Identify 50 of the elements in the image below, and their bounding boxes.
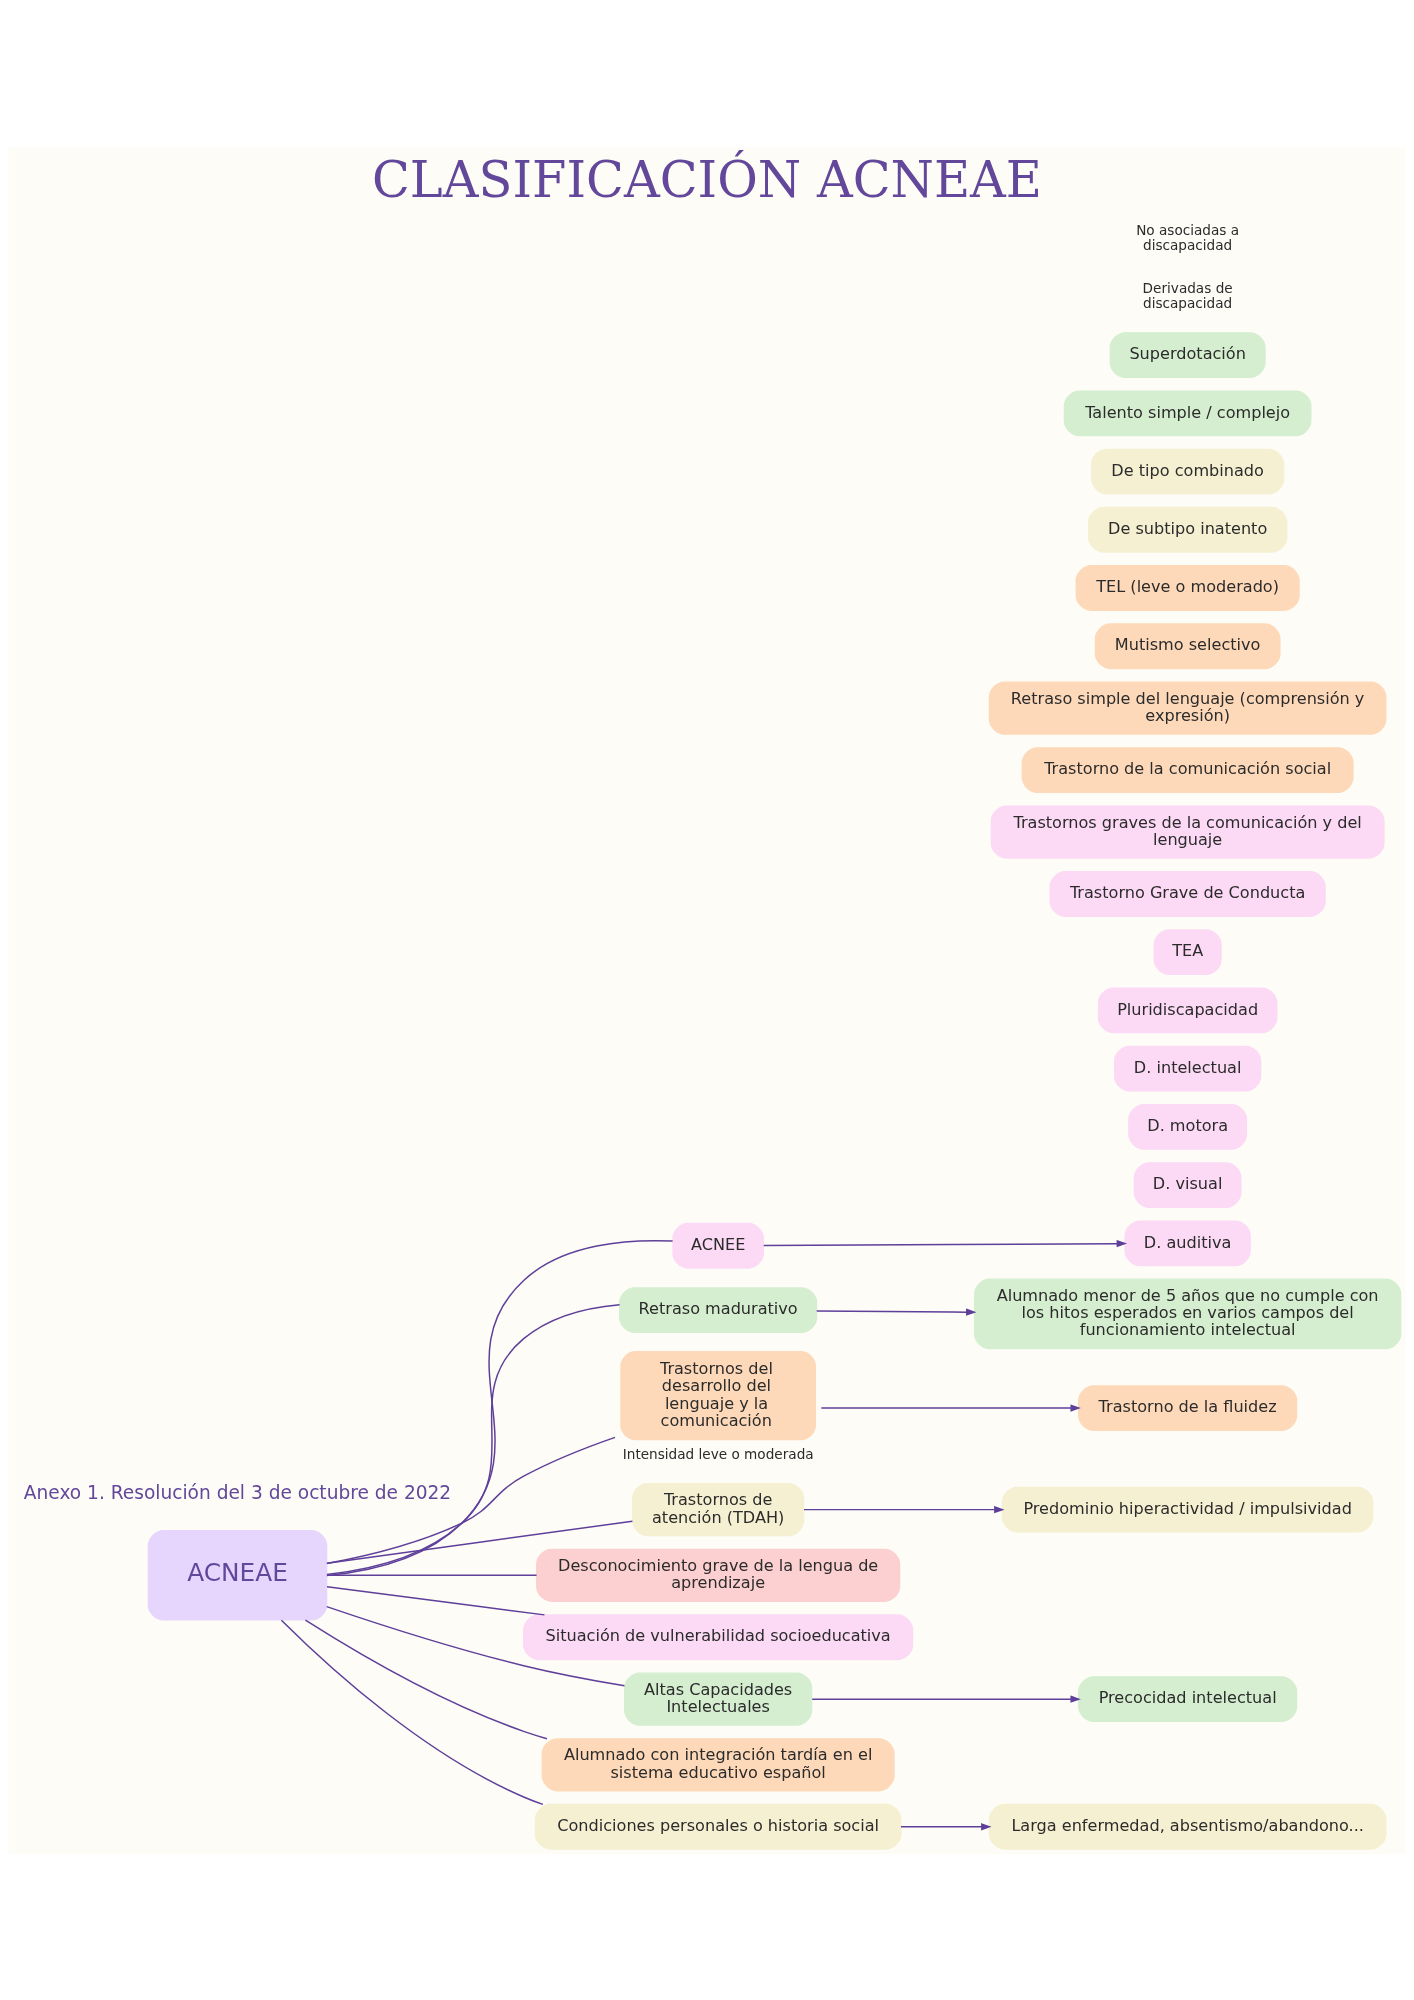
connector [326,1585,546,1616]
diagram-title: CLASIFICACIÓN ACNEAE [371,150,1043,209]
label: No asociadas a discapacidad [1136,221,1240,253]
node-box: ACNEAE [147,1529,328,1620]
node-box: Alumnado menor de 5 años que no cumple con los hitos esperados en varios campos del funcionamiento intelectual [973,1278,1402,1349]
node-box: Retraso madurativo [619,1286,818,1333]
node-box: De tipo combinado [1091,448,1285,494]
node-box: Situación de vulnerabilidad socioeducativa [523,1613,914,1660]
node-box: Trastorno de la fluidez [1078,1384,1298,1431]
node-box: Altas Capacidades Intelectuales [624,1672,813,1726]
node-box: Trastornos del desarrollo del lenguaje y la comunicación [620,1350,816,1440]
node-box: TEL (leve o moderado) [1075,564,1300,611]
connector [326,1520,634,1564]
connector [326,1303,621,1575]
node-box: ACNEE [672,1222,764,1269]
node-box: Alumnado con integración tardía en el sistema educativo español [541,1737,895,1791]
node-label: Intensidad leve o moderada [622,1445,814,1462]
node-box: Retraso simple del lenguaje (comprensión y expresión) [988,681,1387,735]
arrow [900,1822,992,1830]
node-box: Superdotación [1109,331,1266,378]
connector [326,1239,674,1576]
arrow [815,1308,977,1316]
node-box: D. motora [1128,1103,1248,1150]
node-box: Condiciones personales o historia social [534,1803,902,1850]
connector [304,1618,548,1739]
connector [326,1605,626,1687]
node-box: Trastorno Grave de Conducta [1049,870,1326,917]
node-box: D. intelectual [1113,1045,1262,1092]
node-box: De subtipo inatento [1087,506,1288,553]
arrow [811,1695,1081,1703]
label: Anexo 1. Resolución del 3 de octubre de 2022 [23,1481,452,1503]
arrow [803,1505,1005,1513]
node-box: Trastornos de atención (TDAH) [632,1482,805,1536]
arrow [820,1403,1081,1412]
node-box: Mutismo selectivo [1094,622,1281,669]
node-box: Precocidad intelectual [1078,1675,1298,1722]
node-box: TEA [1153,928,1222,975]
connector [280,1618,544,1805]
node-box: Predominio hiperactividad / impulsividad [1001,1486,1374,1533]
node-box: Pluridiscapacidad [1097,987,1278,1033]
node-box: D. visual [1133,1161,1242,1208]
connector [326,1574,538,1576]
node-box: Larga enfermedad, absentismo/abandono... [988,1803,1387,1850]
arrow [763,1239,1128,1247]
node-box: Talento simple / complejo [1063,389,1312,436]
node-box: Trastorno de la comunicación social [1021,746,1354,793]
node-box: Desconocimiento grave de la lengua de aprendizaje [536,1548,901,1602]
label: Derivadas de discapacidad [1142,279,1233,311]
node-box: Trastornos graves de la comunicación y del lenguaje [990,804,1385,859]
node-box: D. auditiva [1124,1219,1251,1266]
